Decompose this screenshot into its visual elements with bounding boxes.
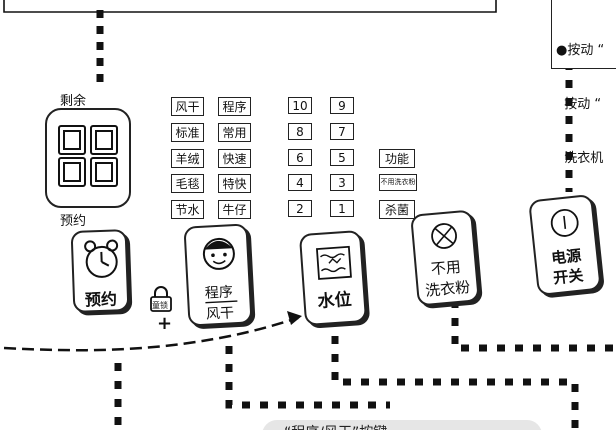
seven-segment-digits [58,125,118,187]
caption-pill: “程序/风干”按键 [262,420,542,430]
alarm-clock-icon [84,239,119,278]
program-label: 风干 [171,97,204,116]
no-detergent-label: 不用洗衣粉 [379,174,417,191]
no-detergent-button[interactable]: 不用 洗衣粉 [410,209,480,307]
number-label: 7 [330,123,354,140]
program-label: 羊绒 [171,149,204,168]
number-label: 8 [288,123,312,140]
water-level-button-label: 水位 [316,289,353,313]
note-line: 洗衣机 [556,151,604,166]
program-label: 节水 [171,200,204,219]
number-label: 10 [288,97,312,114]
number-label: 1 [330,200,354,217]
program-label: 快速 [218,149,251,168]
plus-sign: + [157,313,173,334]
air-dry-button-label: 风干 [205,305,235,323]
power-icon [550,209,579,237]
number-label: 4 [288,174,312,191]
note-line: ●按动 “ [556,43,605,58]
number-label: 9 [330,97,354,114]
program-button-label: 程序 [204,284,234,302]
program-label: 标准 [171,123,204,142]
power-button[interactable]: 电源 开关 [528,193,602,297]
delay-label: 预约 [60,214,87,229]
function-label: 功能 [379,149,415,168]
delay-button-label: 预约 [84,289,118,310]
water-level-icon [315,245,352,280]
child-lock-label: 童锁 [152,301,168,310]
number-label: 3 [330,174,354,191]
number-label: 5 [330,149,354,166]
sterilize-label: 杀菌 [379,200,415,219]
face-icon [202,237,238,304]
note-box: ●按动 “ 按动 “ 洗衣机 [551,0,616,166]
note-line: 按动 “ [556,97,602,112]
number-label: 6 [288,149,312,166]
remaining-label: 剩余 [60,94,87,109]
program-label: 特快 [218,174,251,193]
program-label: 程序 [218,97,251,116]
water-level-button[interactable]: 水位 [298,229,368,327]
program-label: 牛仔 [218,200,251,219]
program-air-dry-button[interactable]: 程序 风干 [183,223,253,327]
caption-text: “程序/风干”按键 [284,422,387,430]
program-label: 常用 [218,123,251,142]
digit-display [45,108,131,208]
no-detergent-icon [431,223,457,249]
number-label: 2 [288,200,312,217]
child-lock-icon: 童锁 [148,285,174,313]
program-label: 毛毯 [171,174,204,193]
delay-button[interactable]: 预约 [70,229,130,313]
